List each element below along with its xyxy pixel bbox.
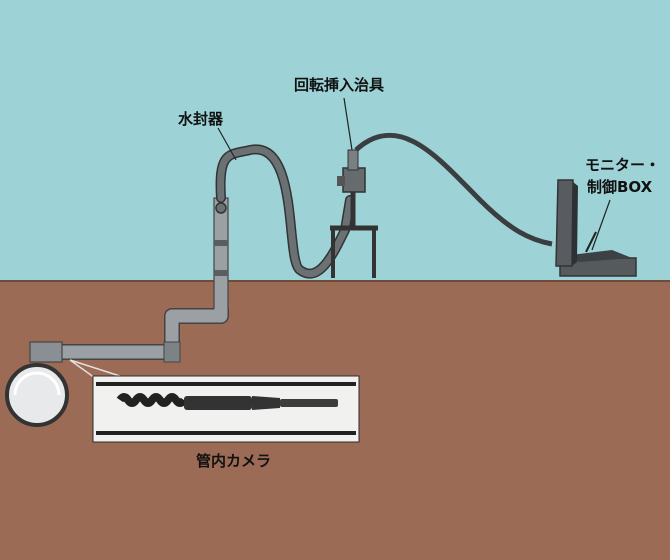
label-monitor-line1: モニター・	[585, 156, 661, 174]
label-rotary-insertion-jig: 回転挿入治具	[294, 76, 385, 94]
leader-jig	[343, 97, 353, 151]
monitor-cable	[354, 132, 553, 247]
label-water-seal: 水封器	[178, 110, 224, 128]
camera-body	[116, 393, 338, 410]
label-monitor-line2: 制御BOX	[587, 178, 653, 196]
pipe-camera-inset	[69, 359, 360, 443]
leader-water-seal	[217, 127, 237, 161]
monitor-control-box	[555, 179, 637, 277]
riser-pipe	[29, 197, 229, 363]
leader-monitor	[591, 199, 611, 251]
rotary-insertion-jig	[330, 149, 378, 278]
label-pipe-camera: 管内カメラ	[196, 452, 272, 470]
